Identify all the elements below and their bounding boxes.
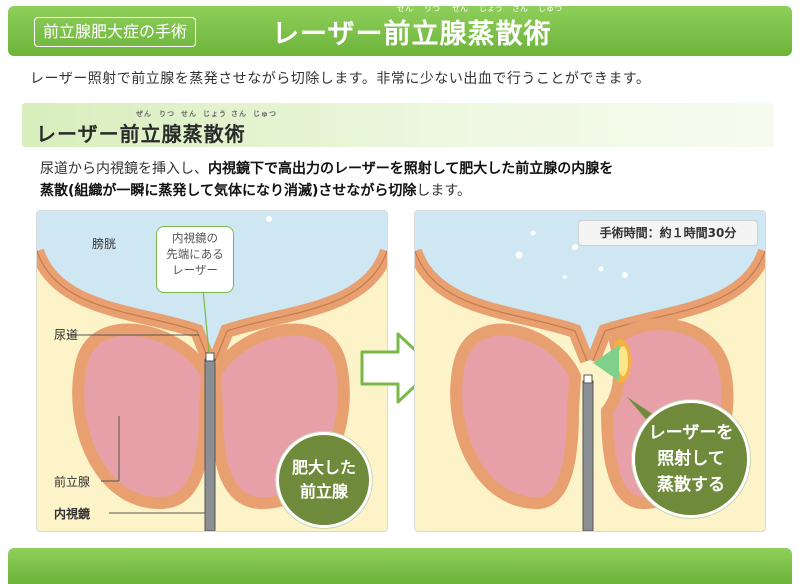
section-banner — [22, 103, 774, 147]
section-ruby-6: じゅつ — [253, 110, 277, 118]
title-ruby-2: りつ — [424, 4, 441, 13]
laser-tip-callout: 内視鏡の 先端にある レーザー — [156, 226, 234, 293]
desc-line1-bold: 内視鏡下で高出力のレーザーを照射して肥大した前立腺の内腺を — [208, 161, 614, 177]
title-ruby-6: じゅつ — [538, 4, 562, 13]
badge2-line-1: レーザーを — [648, 423, 734, 443]
section-ruby-2: りつ — [159, 110, 176, 118]
laser-vaporize-badge: レーザーを 照射して 蒸散する — [632, 400, 750, 518]
surgery-time-box: 手術時間：約１時間30分 — [578, 220, 758, 246]
section-ruby-1: ぜん — [136, 110, 152, 118]
section-description: 尿道から内視鏡を挿入し、内視鏡下で高出力のレーザーを照射して肥大した前立腺の内腺… — [40, 158, 770, 202]
top-banner — [8, 6, 792, 56]
desc-line2-bold: 蒸散(組織が一瞬に蒸発して気体になり消滅)させながら切除 — [40, 183, 417, 199]
left-anatomy-illustration — [37, 211, 387, 531]
badge-line-1: 肥大した — [291, 458, 356, 477]
category-tag: 前立腺肥大症の手術 — [34, 17, 197, 47]
label-endoscope: 内視鏡 — [54, 507, 91, 521]
label-urethra: 尿道 — [54, 328, 79, 342]
title-ruby-4: じょう — [479, 4, 503, 13]
laser-beam — [593, 345, 619, 381]
endoscope-shaft — [204, 358, 216, 531]
badge2-line-2: 照射して — [657, 449, 725, 469]
page-title-text: レーザー前立腺蒸散術 — [272, 19, 552, 50]
prostate-left-lobe — [72, 323, 214, 509]
callout-line-3: レーザー — [172, 263, 218, 277]
section-ruby-3: せん — [181, 110, 197, 118]
lead-text: レーザー照射で前立腺を蒸発させながら切除します。非常に少ない出血で行うことができ… — [30, 71, 651, 87]
desc-line2-post: します。 — [416, 183, 471, 199]
page-title: レーザー前立腺蒸散術 ぜん りつ せん じょう さん じゅつ — [272, 4, 562, 51]
title-ruby-3: せん — [452, 4, 468, 13]
badge2-line-3: 蒸散する — [656, 475, 725, 495]
title-ruby-1: ぜん — [397, 4, 413, 13]
endoscope-shaft-right — [582, 380, 594, 531]
label-bladder: 膀胱 — [92, 237, 117, 251]
section-title-text: レーザー前立腺蒸散術 — [36, 122, 246, 146]
section-ruby-5: さん — [231, 110, 247, 118]
bottom-banner — [8, 548, 792, 584]
badge-line-2: 前立腺 — [299, 482, 348, 501]
label-prostate: 前立腺 — [54, 475, 91, 489]
enlarged-prostate-badge: 肥大した 前立腺 — [276, 432, 372, 528]
section-title: レーザー前立腺蒸散術 ぜん りつ せん じょう さん じゅつ — [36, 110, 276, 147]
callout-line-1: 内視鏡の — [172, 231, 218, 245]
title-ruby-5: さん — [512, 4, 528, 13]
callout-line-2: 先端にある — [166, 247, 224, 261]
bladder-shape-right — [415, 211, 765, 361]
prostate-left-lobe-right — [450, 323, 582, 509]
desc-line1-pre: 尿道から内視鏡を挿入し、 — [40, 161, 208, 177]
section-ruby-4: じょう — [203, 110, 227, 118]
